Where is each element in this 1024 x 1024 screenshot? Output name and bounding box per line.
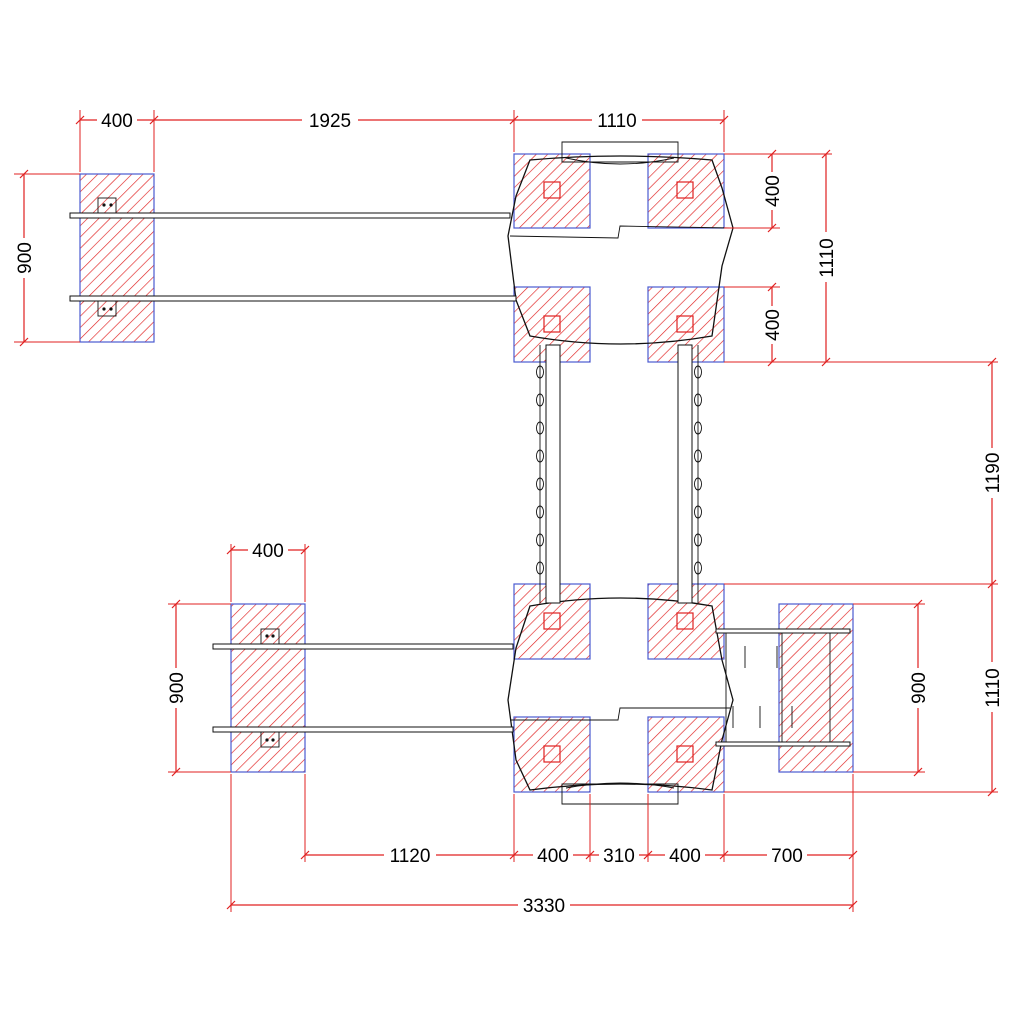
dim-right-gap: 1190 bbox=[983, 453, 1004, 494]
lower-carriage-step bbox=[510, 707, 730, 721]
chain-link bbox=[536, 505, 544, 519]
pad-column-1 bbox=[513, 153, 591, 229]
chain-link bbox=[536, 477, 544, 491]
chain-link bbox=[694, 561, 702, 575]
right-post bbox=[677, 344, 693, 604]
dim-top-left-width: 400 bbox=[101, 111, 133, 132]
lower-arm-bracket bbox=[260, 731, 280, 748]
chain-link bbox=[536, 421, 544, 435]
right-unit-slots bbox=[732, 646, 793, 728]
left-post bbox=[545, 344, 561, 604]
chain-link bbox=[694, 505, 702, 519]
dim-left-lower-width: 400 bbox=[252, 541, 284, 562]
upper-carriage bbox=[507, 155, 734, 345]
dim-bottom-pad-a: 400 bbox=[537, 846, 569, 867]
upper-arm-bracket bbox=[97, 197, 117, 214]
upper-top-bar bbox=[561, 141, 679, 163]
lower-carriage bbox=[507, 597, 734, 791]
dim-right-block-height: 900 bbox=[909, 672, 930, 704]
right-rail-bottom bbox=[715, 741, 851, 747]
anchor-plate bbox=[543, 181, 561, 199]
lower-arm-1 bbox=[212, 643, 514, 650]
upper-top-bar-curve bbox=[565, 157, 675, 165]
chain-link bbox=[536, 449, 544, 463]
chain-link bbox=[694, 365, 702, 379]
anchor-plate bbox=[676, 181, 694, 199]
chain-link bbox=[536, 561, 544, 575]
anchor-plate bbox=[543, 612, 561, 630]
lower-arm-2 bbox=[212, 726, 514, 733]
dim-top-right-width: 1110 bbox=[597, 111, 636, 132]
extension-lines bbox=[14, 110, 998, 912]
anchor-plate bbox=[676, 315, 694, 333]
chain-link bbox=[536, 365, 544, 379]
chain-link bbox=[694, 533, 702, 547]
foundation-pads bbox=[79, 153, 854, 793]
chain-link bbox=[536, 393, 544, 407]
anchor-plate bbox=[676, 612, 694, 630]
lower-arm-bracket bbox=[260, 628, 280, 645]
pad-column-3 bbox=[513, 286, 591, 363]
dim-bottom-pad-b: 400 bbox=[669, 846, 701, 867]
pad-column-2 bbox=[647, 153, 725, 229]
dim-overall-width: 3330 bbox=[523, 896, 565, 917]
chain-link bbox=[694, 393, 702, 407]
dim-top-span: 1925 bbox=[309, 111, 351, 132]
chain-links bbox=[536, 365, 702, 575]
lift-equipment bbox=[69, 141, 851, 805]
upper-arm-bracket bbox=[97, 300, 117, 317]
chain-link bbox=[694, 421, 702, 435]
chain-link bbox=[694, 477, 702, 491]
dim-bottom-span: 1120 bbox=[390, 846, 431, 867]
dim-bottom-gap: 310 bbox=[603, 846, 635, 867]
dim-right-upper-pad-a: 400 bbox=[763, 175, 784, 207]
dim-left-lower-height: 900 bbox=[167, 672, 188, 704]
anchor-plate bbox=[543, 315, 561, 333]
right-rail-top bbox=[715, 628, 851, 634]
dim-left-upper-height: 900 bbox=[15, 242, 36, 274]
lower-bottom-bar-curve bbox=[565, 782, 675, 789]
pad-column-5 bbox=[513, 583, 591, 660]
dim-right-upper-total: 1110 bbox=[817, 238, 838, 277]
pad-column-8 bbox=[647, 716, 725, 793]
dimension-labels: 400 1925 1110 900 400 400 1110 1190 1110… bbox=[14, 110, 1004, 917]
anchor-plate bbox=[676, 745, 694, 763]
dim-bottom-block-width: 700 bbox=[771, 846, 803, 867]
upper-arm-1 bbox=[69, 212, 511, 219]
pad-bottom-left-block bbox=[230, 603, 306, 773]
chain-link bbox=[694, 449, 702, 463]
upper-carriage-step bbox=[509, 225, 731, 239]
dim-right-lower-total: 1110 bbox=[983, 668, 1004, 707]
dim-right-upper-pad-b: 400 bbox=[763, 309, 784, 341]
anchor-plate bbox=[543, 745, 561, 763]
chain-link bbox=[536, 533, 544, 547]
pad-column-7 bbox=[513, 716, 591, 793]
upper-arm-2 bbox=[69, 295, 517, 302]
pad-top-left-block bbox=[79, 173, 155, 343]
right-unit-frame bbox=[725, 633, 831, 742]
dimension-ticks bbox=[19, 115, 997, 910]
